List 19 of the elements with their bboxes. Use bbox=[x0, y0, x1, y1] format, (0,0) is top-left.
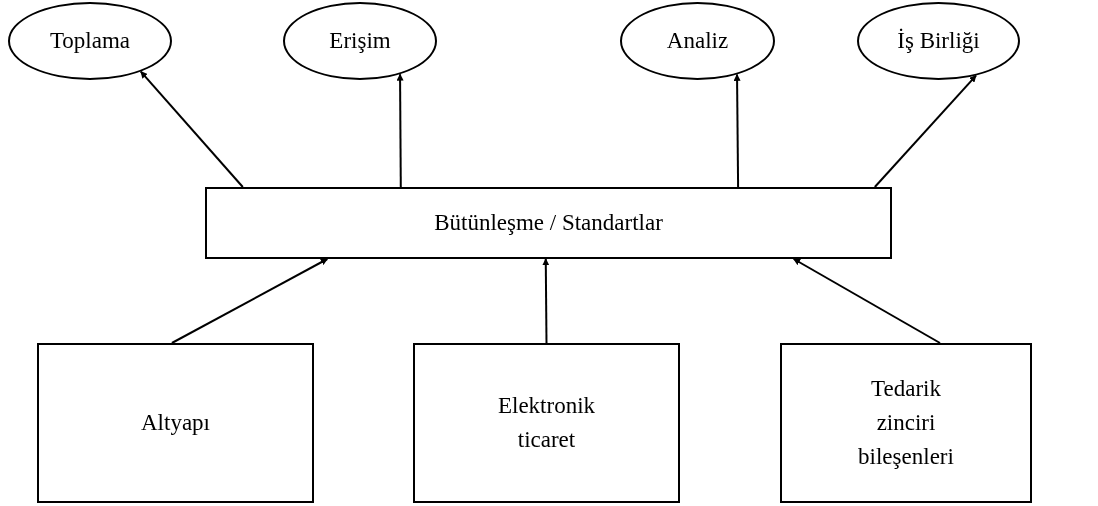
arrow bbox=[733, 73, 741, 188]
arrow bbox=[542, 258, 550, 344]
process-box bbox=[205, 187, 892, 259]
arrow bbox=[873, 74, 977, 188]
process-box bbox=[37, 343, 314, 503]
node-label: Erişim bbox=[329, 27, 391, 55]
node-label: Tedarik zinciri bileşenleri bbox=[857, 375, 955, 471]
node-label: Bütünleşme / Standartlar bbox=[434, 209, 663, 237]
process-box bbox=[413, 343, 680, 503]
node-label: Analiz bbox=[666, 27, 729, 55]
process-box bbox=[780, 343, 1032, 503]
node-label: Toplama bbox=[49, 27, 131, 55]
arrow bbox=[170, 258, 329, 344]
arrow bbox=[396, 73, 404, 188]
arrow bbox=[792, 258, 941, 344]
node-label: İş Birliği bbox=[897, 27, 980, 55]
node-label: Altyapı bbox=[141, 409, 210, 437]
node-label: Elektronik ticaret bbox=[496, 392, 597, 454]
arrow bbox=[139, 70, 244, 188]
